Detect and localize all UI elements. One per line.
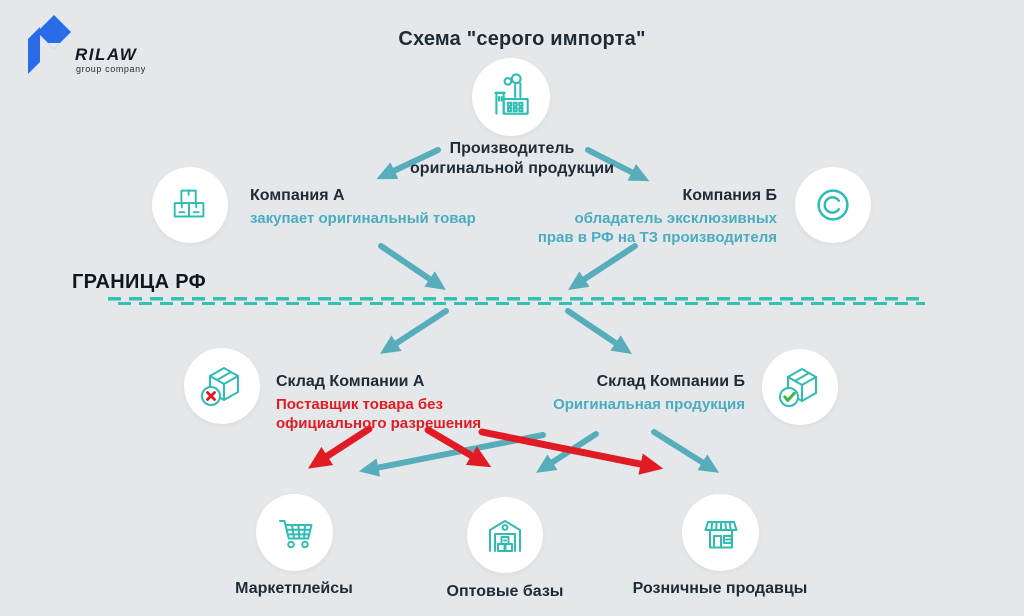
company-a-title: Компания А [250, 187, 345, 204]
warehouse-b-subtitle: Оригинальная продукция [553, 396, 745, 413]
company-a-node [152, 167, 228, 243]
logo-notch-shape [48, 43, 60, 49]
warehouse-b-node [762, 349, 838, 425]
company-a-label: Компания А закупает оригинальный товар [250, 186, 510, 228]
border-label: ГРАНИЦА РФ [72, 271, 206, 293]
arrow-border-to-warehouse-b [565, 308, 632, 355]
warehouse-a-label: Склад Компании А Поставщик товара без оф… [276, 372, 536, 433]
company-b-title: Компания Б [682, 187, 777, 204]
arrow-border-to-warehouse-a [379, 308, 449, 354]
logo-diamond-shape [37, 15, 71, 49]
arrow-company-b-to-border [567, 243, 638, 290]
arrow-company-a-to-border [378, 243, 446, 291]
retail-node [682, 494, 759, 571]
warehouse-icon [489, 520, 521, 552]
company-b-subtitle-line2: прав в РФ на ТЗ производителя [537, 229, 777, 246]
cart-icon [278, 519, 312, 548]
wholesale-node [467, 497, 543, 573]
warehouse-a-subtitle-line2: официального разрешения [276, 415, 482, 432]
box-x-icon [201, 367, 239, 406]
retail-label: Розничные продавцы [632, 580, 808, 597]
company-b-label: Компания Б обладатель эксклюзивных прав … [527, 186, 777, 247]
factory-icon [494, 73, 529, 115]
warehouse-b-title: Склад Компании Б [596, 373, 745, 390]
warehouse-a-subtitle-line1: Поставщик товара без [276, 396, 443, 413]
company-b-node [795, 167, 871, 243]
box-check-icon [779, 368, 817, 407]
arrow-producer-to-company-a [376, 147, 441, 180]
border-dashed-line [108, 297, 925, 305]
company-logo: RILAW group company [28, 15, 146, 74]
wholesale-label: Оптовые базы [446, 583, 564, 600]
producer-label-line2: оригинальной продукции [410, 160, 614, 177]
logo-tagline-text: group company [76, 64, 146, 74]
logo-brand-text: RILAW [75, 45, 138, 64]
marketplaces-label: Маркетплейсы [235, 580, 353, 597]
company-b-subtitle-line1: обладатель эксклюзивных [574, 210, 777, 227]
arrow-warehouse-b-to-retail [651, 429, 720, 473]
marketplaces-node [256, 494, 333, 571]
arrow-warehouse-a-to-wholesale [424, 426, 492, 468]
boxes-icon [173, 189, 205, 218]
arrow-warehouse-a-to-retail [478, 428, 664, 475]
logo-bar-shape [28, 27, 40, 74]
warehouse-a-title: Склад Компании А [276, 373, 425, 390]
producer-label-line1: Производитель [449, 140, 575, 157]
copyright-icon [817, 189, 849, 221]
company-a-subtitle: закупает оригинальный товар [250, 210, 476, 227]
producer-label: Производитель оригинальной продукции [372, 139, 652, 179]
arrow-warehouse-a-to-marketplaces [307, 425, 373, 469]
store-icon [704, 520, 737, 548]
warehouse-b-label: Склад Компании Б Оригинальная продукция [495, 372, 745, 414]
warehouse-a-node [184, 348, 260, 424]
arrow-producer-to-company-b [585, 147, 650, 182]
page-title: Схема "серого импорта" [398, 28, 646, 50]
producer-node [472, 58, 550, 136]
